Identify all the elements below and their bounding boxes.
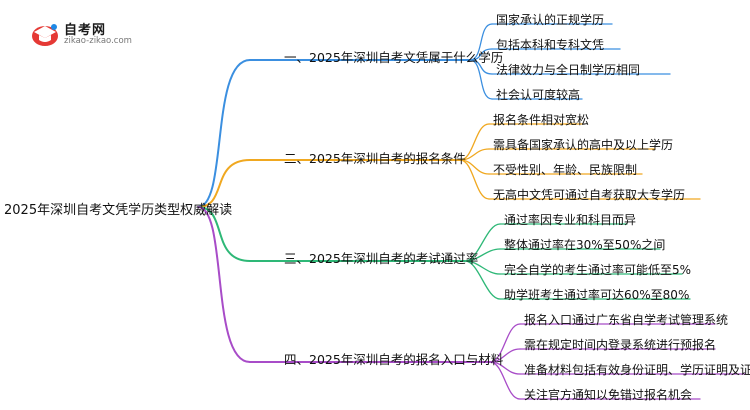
leaf-2-1: 报名条件相对宽松 xyxy=(493,113,590,127)
graduation-cap-icon xyxy=(32,24,58,46)
branch-4-label: 四、2025年深圳自考的报名入口与材料 xyxy=(284,352,504,367)
leaf-4-1: 报名入口通过广东省自学考试管理系统 xyxy=(524,313,729,327)
connector-branch-4-leaf-2 xyxy=(489,348,521,363)
connector-branch-4-leaf-4 xyxy=(489,361,521,400)
logo-title: 自考网 xyxy=(64,23,107,38)
site-logo: 自考网 zikao-zikao.com xyxy=(30,18,175,52)
connector-branch-4-leaf-1 xyxy=(489,323,521,363)
connector-branch-2-leaf-1 xyxy=(459,123,490,161)
leaf-3-3: 完全自学的考生通过率可能低至5% xyxy=(504,263,692,277)
connector-branch-3-leaf-2 xyxy=(464,248,501,262)
leaf-1-1: 国家承认的正规学历 xyxy=(496,13,605,27)
leaf-1-3: 法律效力与全日制学历相同 xyxy=(496,63,641,77)
leaf-4-2: 需在规定时间内登录系统进行预报名 xyxy=(524,338,717,352)
connector-root-branch-1 xyxy=(197,59,251,208)
leaf-2-2: 需具备国家承认的高中及以上学历 xyxy=(493,138,674,152)
leaf-3-2: 整体通过率在30%至50%之间 xyxy=(504,238,666,252)
connector-root-branch-2 xyxy=(197,159,251,208)
connector-root-branch-4 xyxy=(197,206,251,363)
branch-3-label: 三、2025年深圳自考的考试通过率 xyxy=(284,251,479,266)
connector-branch-3-leaf-4 xyxy=(464,260,501,300)
leaf-1-4: 社会认可度较高 xyxy=(496,88,581,102)
leaf-3-1: 通过率因专业和科目而异 xyxy=(504,213,637,227)
leaf-4-3: 准备材料包括有效身份证明、学历证明及证件照 xyxy=(524,363,750,377)
connector-root-branch-3 xyxy=(197,206,251,262)
connector-branch-1-leaf-1 xyxy=(469,23,493,61)
leaf-4-4: 关注官方通知以免错过报名机会 xyxy=(524,388,693,402)
logo-url: zikao-zikao.com xyxy=(64,36,132,46)
connector-branch-1-leaf-4 xyxy=(469,59,493,100)
leaf-2-3: 不受性别、年龄、民族限制 xyxy=(493,163,638,177)
leaf-2-4: 无高中文凭可通过自考获取大专学历 xyxy=(493,188,686,202)
branch-2-label: 二、2025年深圳自考的报名条件 xyxy=(284,151,466,166)
connector-branch-3-leaf-1 xyxy=(464,223,501,262)
leaf-3-4: 助学班考生通过率可达60%至80% xyxy=(504,288,690,302)
leaf-1-2: 包括本科和专科文凭 xyxy=(496,38,605,52)
connector-branch-2-leaf-4 xyxy=(459,159,490,200)
branch-1-label: 一、2025年深圳自考文凭属于什么学历 xyxy=(284,50,504,65)
root-topic: 2025年深圳自考文凭学历类型权威解读 xyxy=(4,203,233,218)
